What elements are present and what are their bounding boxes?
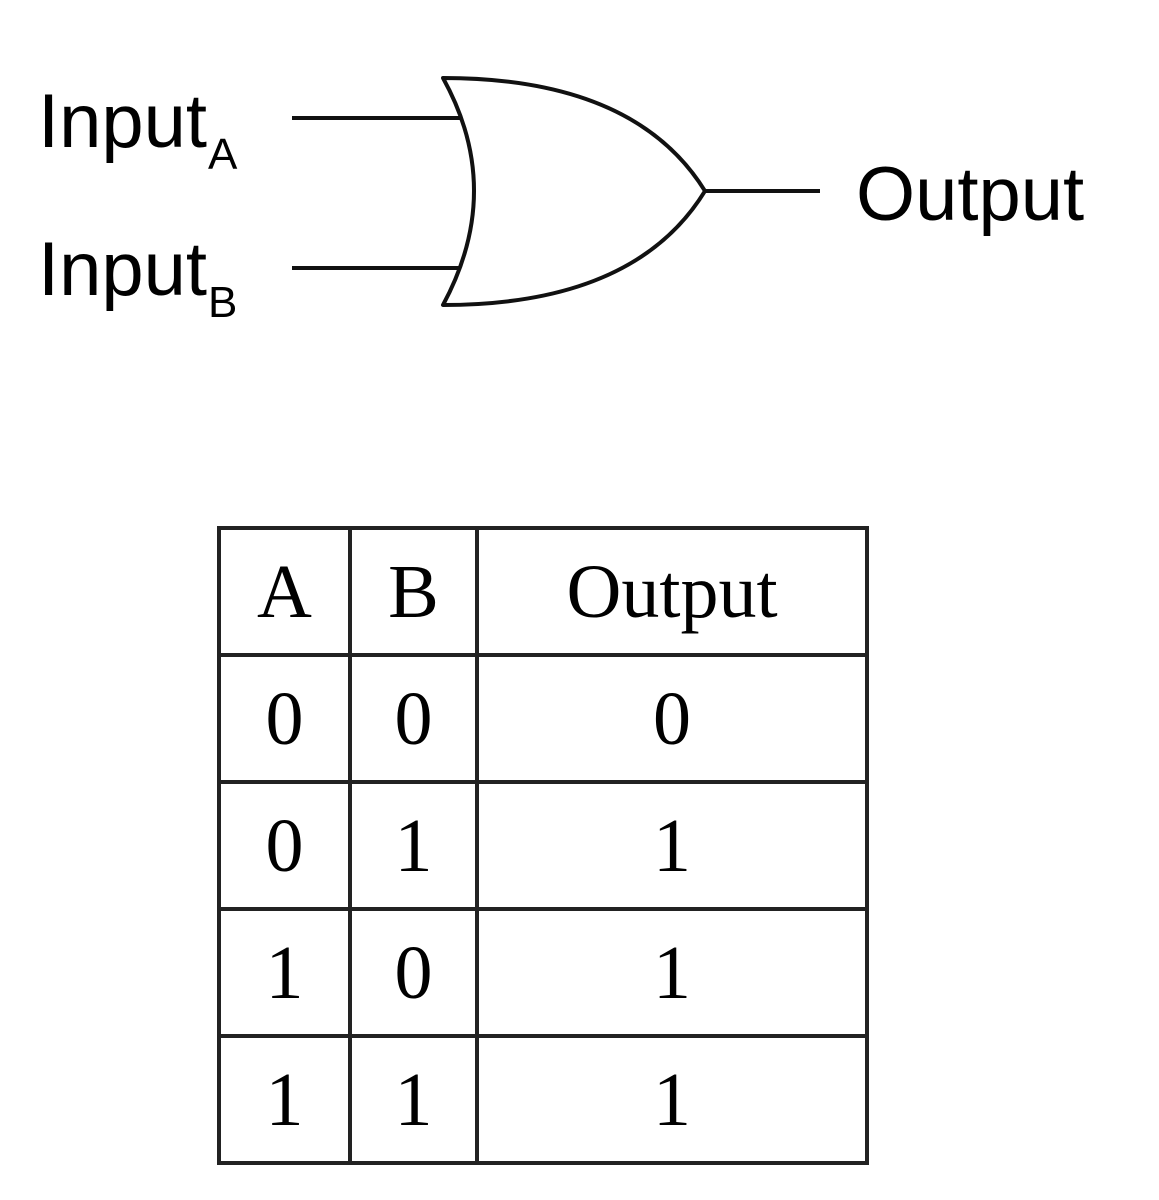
input-b-text: Input — [38, 227, 208, 312]
cell-a: 0 — [217, 780, 352, 911]
or-gate-drawing — [292, 76, 820, 307]
or-gate-symbol — [441, 76, 707, 307]
table-row: 1 0 1 — [217, 907, 869, 1038]
input-b-subscript: B — [208, 278, 238, 327]
input-a-text: Input — [38, 79, 208, 164]
truth-table: A B Output 0 0 0 0 1 1 1 0 1 1 1 1 — [217, 526, 869, 1165]
cell-a: 1 — [217, 1034, 352, 1165]
header-b: B — [348, 526, 479, 657]
cell-b: 0 — [348, 653, 479, 784]
cell-output: 1 — [475, 1034, 869, 1165]
table-row: 0 0 0 — [217, 653, 869, 784]
cell-b: 1 — [348, 1034, 479, 1165]
or-gate-diagram: InputA InputB Output — [0, 0, 1159, 360]
cell-output: 1 — [475, 780, 869, 911]
cell-output: 1 — [475, 907, 869, 1038]
table-row: 1 1 1 — [217, 1034, 869, 1165]
input-a-subscript: A — [208, 130, 238, 179]
input-b-label: InputB — [38, 232, 237, 325]
output-label: Output — [856, 152, 1085, 237]
table-row: 0 1 1 — [217, 780, 869, 911]
header-output: Output — [475, 526, 869, 657]
truth-table-header-row: A B Output — [217, 526, 869, 657]
cell-b: 0 — [348, 907, 479, 1038]
cell-output: 0 — [475, 653, 869, 784]
cell-a: 1 — [217, 907, 352, 1038]
cell-a: 0 — [217, 653, 352, 784]
header-a: A — [217, 526, 352, 657]
cell-b: 1 — [348, 780, 479, 911]
input-a-label: InputA — [38, 84, 237, 177]
